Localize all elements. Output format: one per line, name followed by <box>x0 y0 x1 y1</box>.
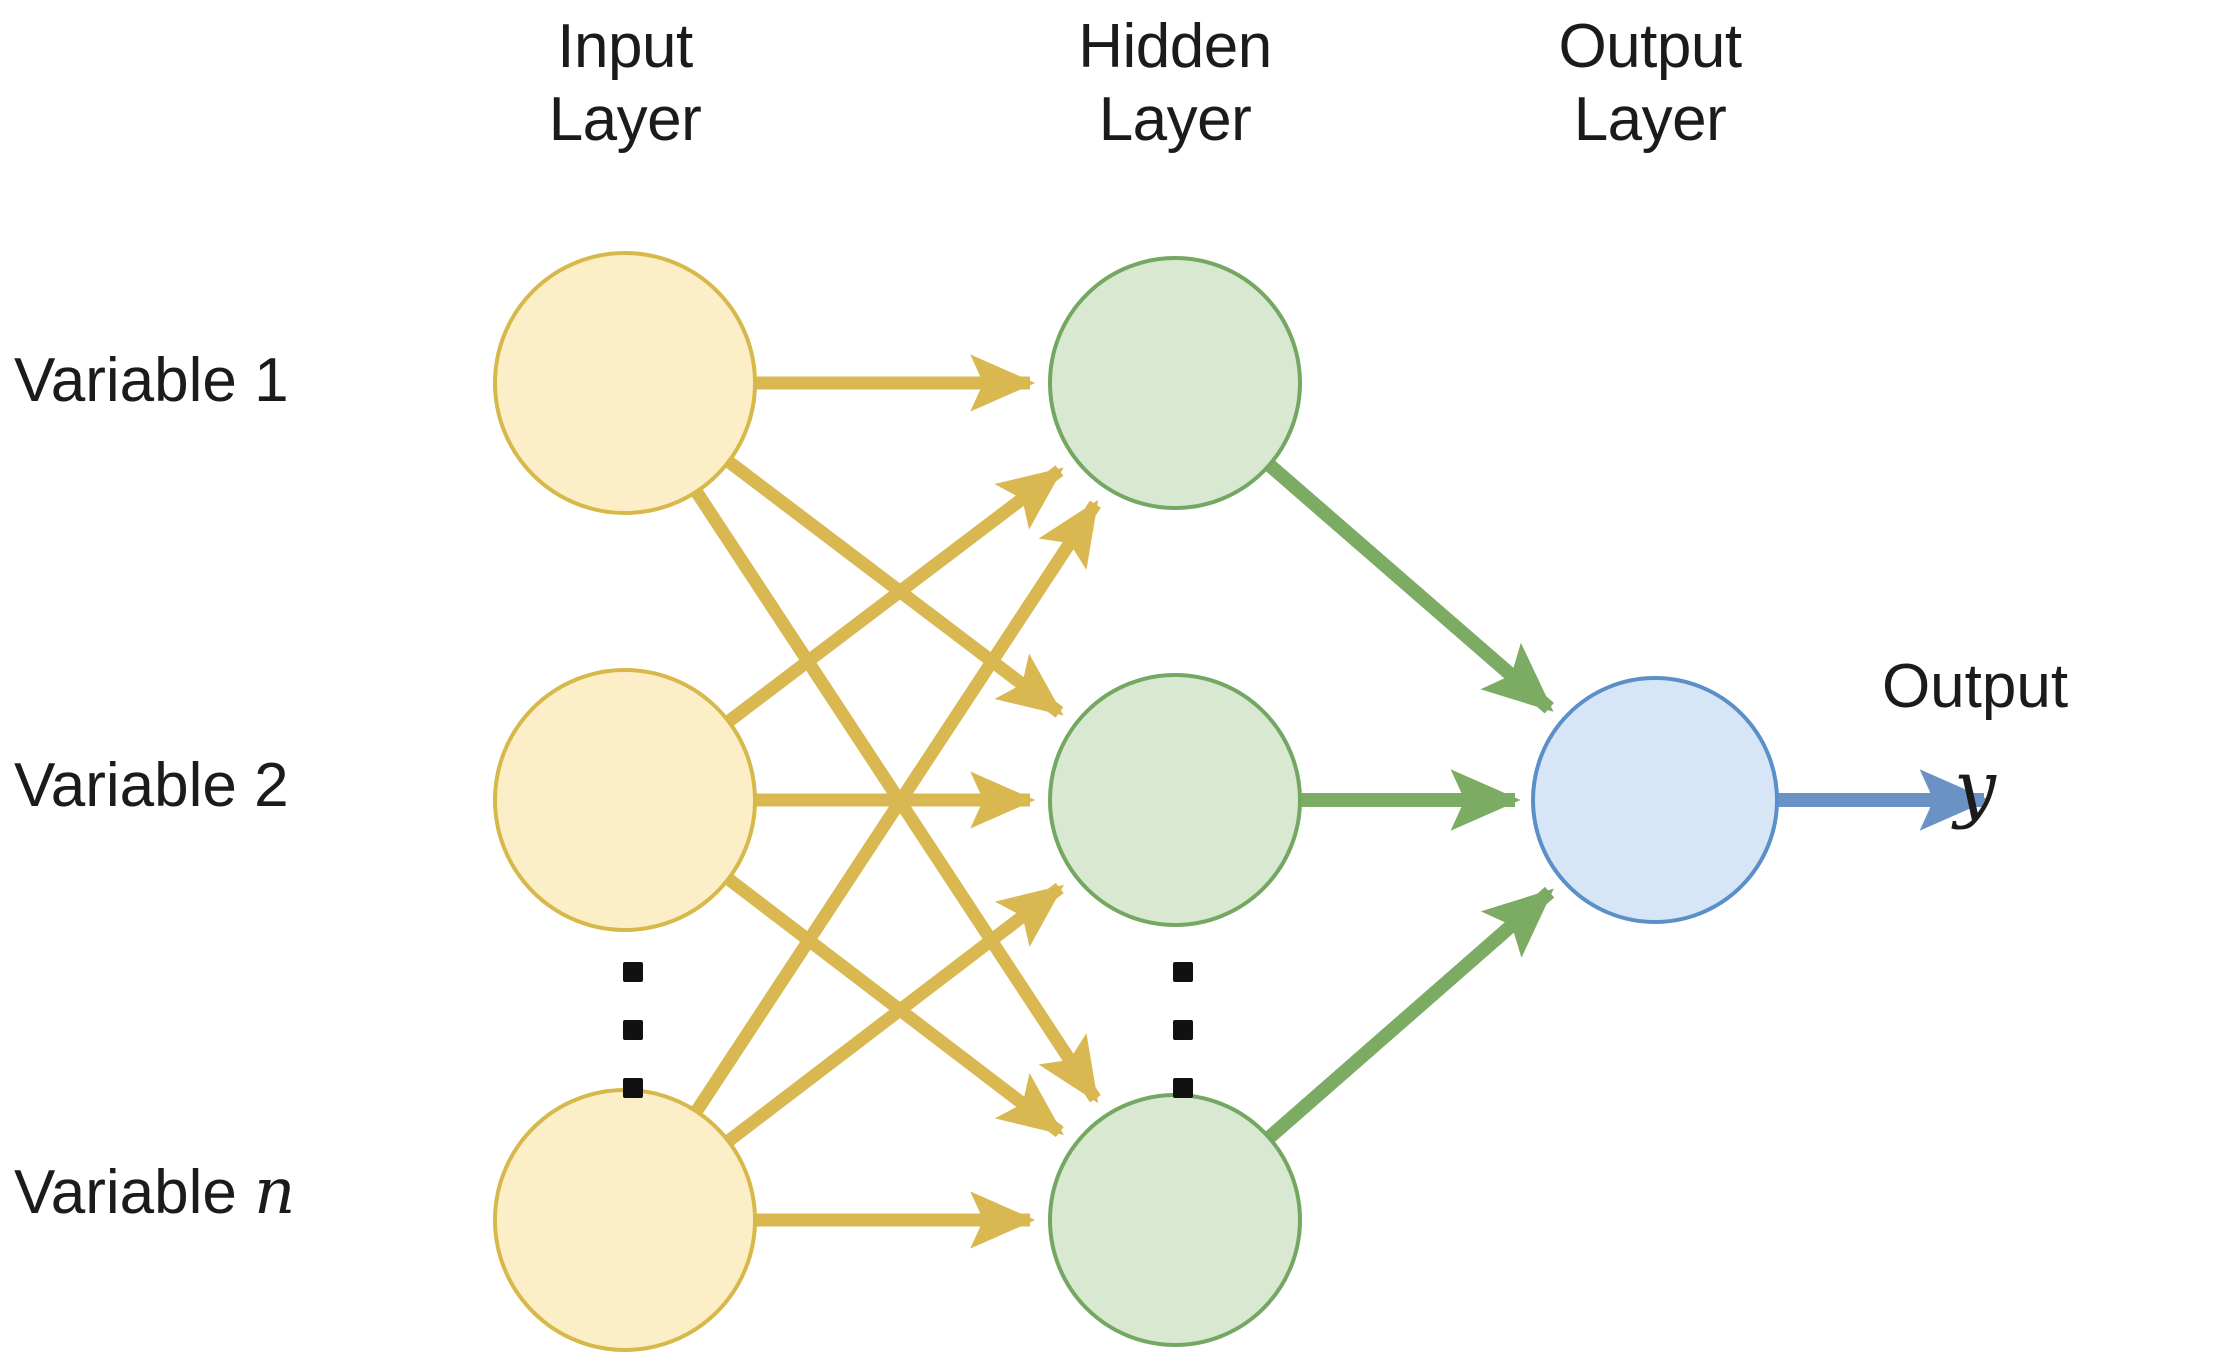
edge-hn-o1 <box>1261 886 1555 1146</box>
edge-in-h1 <box>687 499 1101 1120</box>
variable-label-n-text: Variable <box>14 1158 255 1227</box>
input-ellipsis-dot-2 <box>623 1020 643 1040</box>
edge-in-h2 <box>719 882 1064 1150</box>
variable-label-n: Variable n <box>14 1155 295 1229</box>
layer-title-input: Input Layer <box>548 12 702 155</box>
layer-title-output: Output Layer <box>1558 12 1742 155</box>
input-ellipsis-dot-1 <box>623 962 643 982</box>
edge-i2-h1 <box>719 465 1064 731</box>
variable-label-1-text: Variable 1 <box>14 346 289 415</box>
output-node-1[interactable] <box>1531 676 1779 924</box>
network-nodes <box>493 251 1779 1352</box>
output-label: Output <box>1881 652 2069 721</box>
variable-label-2: Variable 2 <box>14 750 289 821</box>
input-node-2[interactable] <box>493 668 757 932</box>
hidden-node-3[interactable] <box>1048 1093 1302 1347</box>
variable-label-n-symbol: n <box>254 1155 296 1229</box>
edge-i1-h2 <box>719 452 1064 718</box>
edge-i2-hn <box>719 870 1064 1138</box>
layer-title-hidden: Hidden Layer <box>1078 12 1272 155</box>
edge-i1-hn <box>687 483 1101 1104</box>
variable-label-1: Variable 1 <box>14 345 289 416</box>
input-node-1[interactable] <box>493 251 757 515</box>
hidden-ellipsis-dot-2 <box>1173 1020 1193 1040</box>
input-ellipsis-dot-3 <box>623 1078 643 1098</box>
hidden-ellipsis-dot-1 <box>1173 962 1193 982</box>
hidden-to-output-edges <box>1261 457 1555 1146</box>
hidden-node-2[interactable] <box>1048 673 1302 927</box>
hidden-node-1[interactable] <box>1048 256 1302 510</box>
edge-h1-o1 <box>1261 457 1554 714</box>
variable-label-2-text: Variable 2 <box>14 751 289 820</box>
output-symbol-y: y <box>1954 745 1996 831</box>
ellipsis-dots <box>623 962 1193 1098</box>
input-to-hidden-edges <box>687 354 1101 1249</box>
hidden-ellipsis-dot-3 <box>1173 1078 1193 1098</box>
input-node-3[interactable] <box>493 1088 757 1352</box>
